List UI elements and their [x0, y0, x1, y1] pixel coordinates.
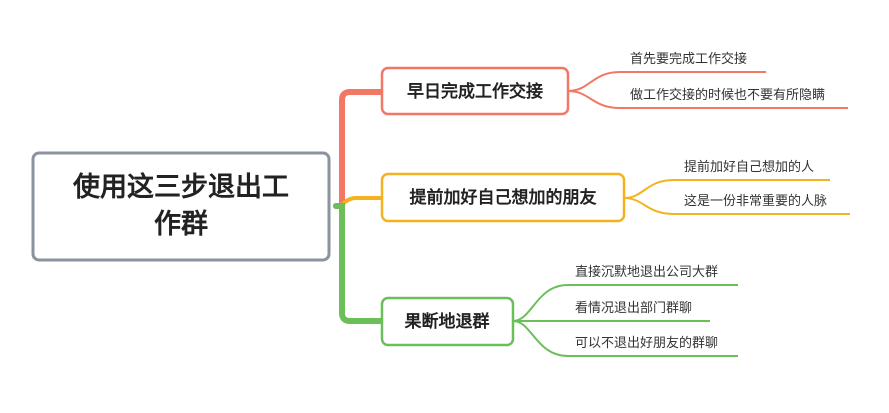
root-title-line-2: 作群 [154, 209, 208, 240]
leaf-connector-2-2 [623, 197, 850, 215]
root-node[interactable]: 使用这三步退出工 作群 [31, 151, 331, 262]
leaf-label-1-2[interactable]: 做工作交接的时候也不要有所隐瞒 [630, 87, 825, 103]
branch-box-2 [380, 172, 626, 223]
connector-branch-1 [333, 89, 385, 209]
root-connectors [333, 89, 385, 324]
branch-node-1[interactable]: 早日完成工作交接 [380, 66, 570, 116]
connector-branch-3 [333, 203, 385, 324]
root-node-box [31, 151, 331, 262]
leaf-label-3-1[interactable]: 直接沉默地退出公司大群 [575, 264, 718, 280]
branch-label-3: 果断地退群 [405, 311, 490, 332]
leaf-connector-3-3 [512, 320, 738, 357]
leaf-labels: 首先要完成工作交接 做工作交接的时候也不要有所隐瞒 提前加好自己想加的人 这是一… [575, 51, 827, 351]
branch-label-2: 提前加好自己想加的朋友 [410, 187, 597, 208]
branch-box-1 [380, 66, 570, 116]
leaf-connector-3-1 [512, 284, 738, 322]
leaf-label-2-2[interactable]: 这是一份非常重要的人脉 [684, 193, 827, 209]
leaf-label-2-1[interactable]: 提前加好自己想加的人 [684, 159, 814, 175]
leaf-connector-1-1 [567, 71, 766, 92]
leaf-label-3-3[interactable]: 可以不退出好朋友的群聊 [575, 335, 718, 351]
leaf-label-1-1[interactable]: 首先要完成工作交接 [630, 51, 747, 67]
branch-box-3 [380, 296, 515, 347]
branch-node-3[interactable]: 果断地退群 [380, 296, 515, 347]
leaf-label-3-2[interactable]: 看情况退出部门群聊 [575, 300, 692, 316]
leaf-connectors [512, 71, 850, 357]
branch-label-1: 早日完成工作交接 [407, 81, 543, 102]
root-title-line-1: 使用这三步退出工 [72, 171, 289, 203]
branch-node-2[interactable]: 提前加好自己想加的朋友 [380, 172, 626, 223]
leaf-connector-2-1 [623, 179, 830, 199]
leaf-connector-1-2 [567, 90, 848, 109]
